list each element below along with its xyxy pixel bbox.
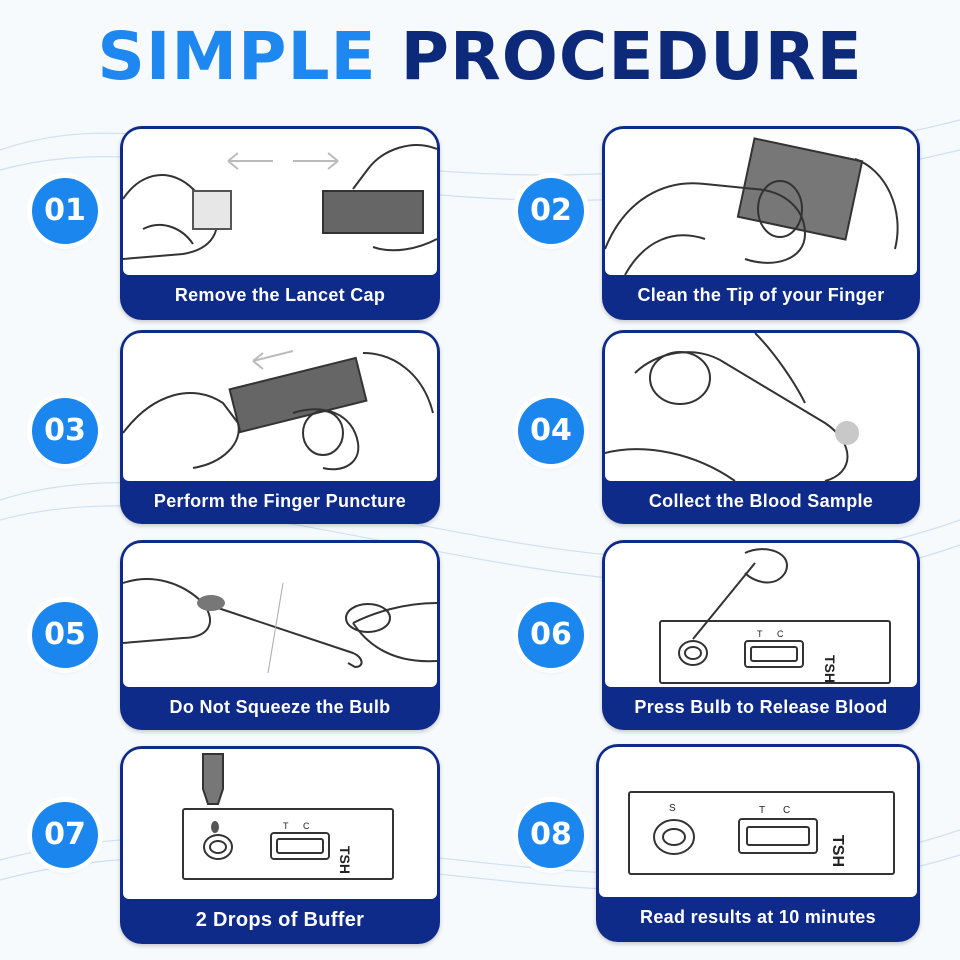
page-title: SIMPLE PROCEDURE — [0, 14, 960, 100]
title-word-procedure: PROCEDURE — [400, 18, 863, 95]
device-label-t: T — [759, 805, 765, 816]
step-caption-06: Press Bulb to Release Blood — [634, 697, 888, 717]
step-caption-01: Remove the Lancet Cap — [174, 285, 386, 305]
step-card-03: Perform the Finger Puncture — [120, 330, 440, 524]
step-number-02: 02 — [518, 178, 584, 244]
step-number-06: 06 — [518, 602, 584, 668]
step-illustration-clean-finger — [605, 129, 917, 275]
device-label-c: C — [303, 821, 310, 831]
step-card-07: TSH T C 2 Drops of Buffer — [120, 746, 440, 944]
device-label-t: T — [757, 629, 763, 639]
step-caption-03: Perform the Finger Puncture — [153, 491, 407, 511]
device-label-c: C — [783, 805, 790, 816]
step-card-08: TSH T C S Read results at 10 minutes — [596, 744, 920, 942]
step-illustration-no-squeeze — [123, 543, 437, 687]
step-card-06: TSH T C Press Bulb to Release Blood — [602, 540, 920, 730]
device-label-tsh: TSH — [822, 655, 838, 683]
title-word-simple: SIMPLE — [97, 18, 377, 95]
step-illustration-release-blood: TSH T C — [605, 543, 917, 687]
step-card-01: Remove the Lancet Cap — [120, 126, 440, 320]
device-label-tsh: TSH — [337, 846, 353, 874]
step-number-08: 08 — [518, 802, 584, 868]
step-number-05: 05 — [32, 602, 98, 668]
step-caption-08: Read results at 10 minutes — [640, 907, 876, 927]
device-label-tsh: TSH — [829, 835, 846, 867]
step-illustration-buffer-drops: TSH T C — [123, 749, 437, 899]
device-label-t: T — [283, 821, 289, 831]
step-card-05: Do Not Squeeze the Bulb — [120, 540, 440, 730]
step-caption-04: Collect the Blood Sample — [648, 491, 874, 511]
step-number-04: 04 — [518, 398, 584, 464]
device-label-c: C — [777, 629, 784, 639]
step-number-03: 03 — [32, 398, 98, 464]
step-caption-07: 2 Drops of Buffer — [195, 909, 365, 931]
step-card-02: Clean the Tip of your Finger — [602, 126, 920, 320]
step-caption-05: Do Not Squeeze the Bulb — [169, 697, 391, 717]
device-label-s: S — [669, 803, 676, 814]
step-number-07: 07 — [32, 802, 98, 868]
step-illustration-finger-puncture — [123, 333, 437, 481]
step-card-04: Collect the Blood Sample — [602, 330, 920, 524]
step-illustration-read-results: TSH T C S — [599, 747, 917, 897]
step-caption-02: Clean the Tip of your Finger — [637, 285, 885, 305]
step-number-01: 01 — [32, 178, 98, 244]
step-illustration-collect-blood — [605, 333, 917, 481]
step-illustration-remove-cap — [123, 129, 437, 275]
